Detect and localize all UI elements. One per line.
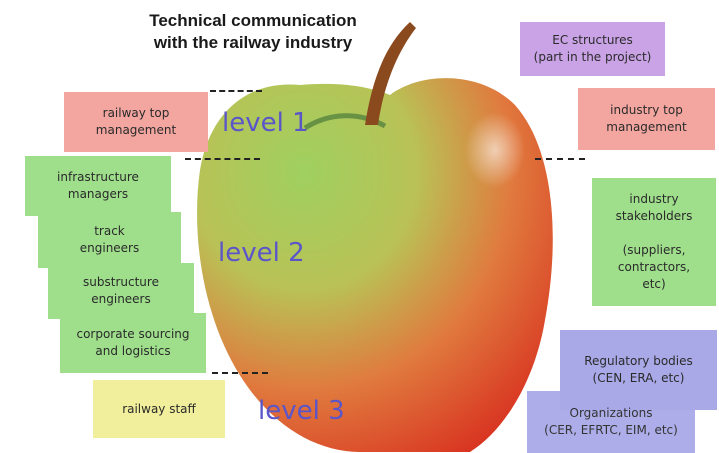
dashed-line-level2-top-right [535,158,585,160]
substructure-engineers-box: substructure engineers [48,263,194,319]
dashed-line-level2-top-left [185,158,260,160]
level-2-label: level 2 [218,238,305,268]
level-3-label: level 3 [258,396,345,426]
title-line-1: Technical communication [149,11,357,30]
track-engineers-box: track engineers [38,212,181,268]
ec-structures-box: EC structures (part in the project) [520,22,665,76]
organizations-box: Organizations (CER, EFRTC, EIM, etc) [527,391,695,453]
title-line-2: with the railway industry [153,33,353,52]
diagram-title: Technical communication with the railway… [108,10,398,54]
infrastructure-managers-box: infrastructure managers [25,156,171,216]
corporate-sourcing-box: corporate sourcing and logistics [60,313,206,373]
dashed-line-level1-top [210,90,262,92]
industry-stakeholders-box: industry stakeholders (suppliers, contra… [592,178,716,306]
regulatory-bodies-box: Regulatory bodies (CEN, ERA, etc) [560,330,717,410]
industry-top-management-box: industry top management [578,88,715,150]
railway-staff-box: railway staff [93,380,225,438]
level-1-label: level 1 [222,108,309,138]
dashed-line-level3-top [212,372,268,374]
railway-top-management-box: railway top management [64,92,208,152]
